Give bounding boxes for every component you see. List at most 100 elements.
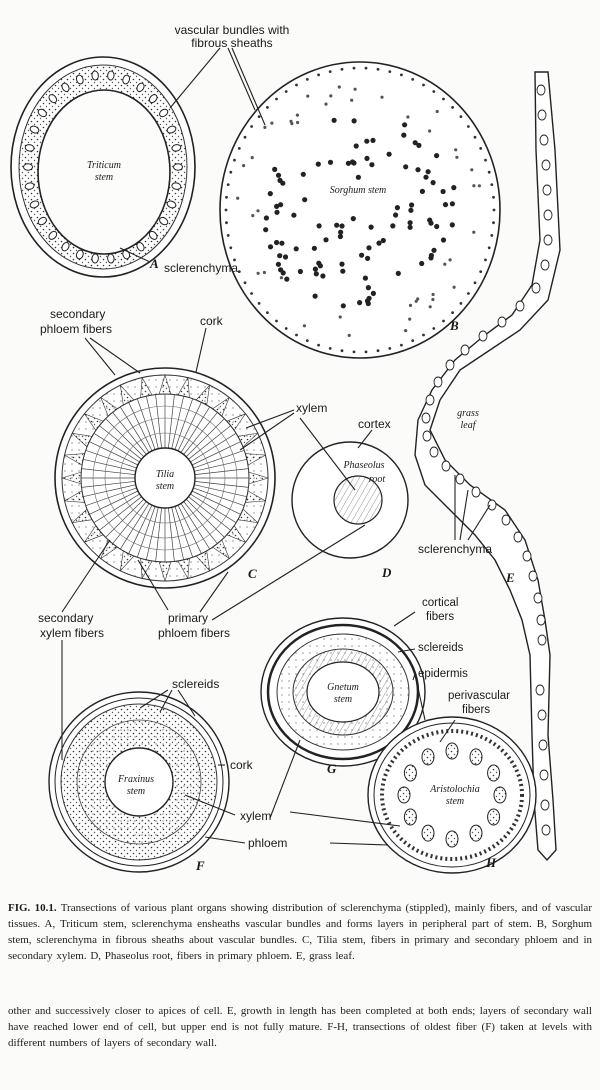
b-bundle <box>351 118 357 124</box>
b-peripheral-bundle <box>266 106 269 109</box>
e-cell <box>515 300 525 312</box>
e-cell <box>537 109 547 121</box>
e-cell <box>421 412 431 424</box>
c-phloem-wedge <box>158 561 172 583</box>
b-bundle <box>452 285 456 289</box>
b-bundle <box>290 122 294 126</box>
c-phloem-wedge <box>212 539 230 560</box>
e-cell <box>541 824 551 836</box>
label-fibrous-sheaths: fibrous sheaths <box>191 36 272 50</box>
b-bundle <box>302 324 306 328</box>
e-cell <box>537 634 547 646</box>
e-cell <box>513 531 523 543</box>
panel-a-triticum-stem: Triticum stem A <box>10 56 196 278</box>
c-ray <box>188 425 231 460</box>
b-peripheral-bundle <box>479 270 483 273</box>
b-bundle <box>394 205 400 211</box>
c-growth-ring <box>104 417 226 539</box>
b-bundle <box>419 188 425 194</box>
b-bundle <box>366 245 372 251</box>
c-ray <box>177 402 202 452</box>
c-growth-ring <box>92 405 238 551</box>
a-bundle <box>148 230 158 240</box>
panel-letter-g: G <box>327 761 337 776</box>
b-bundle <box>442 202 449 208</box>
c-growth-ring <box>119 432 211 524</box>
b-bundle <box>263 227 269 233</box>
label-phloem: phloem <box>248 836 287 850</box>
panel-letter-d: D <box>381 565 392 580</box>
b-bundle <box>327 159 334 165</box>
b-bundle <box>415 167 421 173</box>
e-cell <box>487 499 497 511</box>
e-organ-name-2: leaf <box>461 420 477 431</box>
b-bundle <box>404 329 408 333</box>
b-peripheral-bundle <box>376 67 380 71</box>
c-ray <box>81 468 136 475</box>
b-bundle <box>364 298 371 304</box>
c-ray <box>190 433 237 463</box>
b-bundle <box>262 270 266 275</box>
b-bundle <box>362 275 368 281</box>
a-bundle <box>122 74 131 85</box>
e-cell <box>501 514 511 526</box>
c-ray <box>85 487 137 507</box>
b-bundle <box>279 276 283 280</box>
e-cell <box>536 614 546 626</box>
c-ray <box>99 496 142 531</box>
c-ray <box>194 468 249 475</box>
c-ray <box>194 481 249 488</box>
c-xylem-rays <box>60 373 270 583</box>
c-ray <box>89 490 139 515</box>
b-bundle <box>251 214 255 218</box>
panel-e-grass-leaf: grass leaf E <box>414 71 561 862</box>
b-peripheral-bundle <box>487 170 491 174</box>
b-peripheral-bundle <box>237 270 241 273</box>
b-bundle <box>408 303 413 307</box>
b-bundle <box>293 246 299 252</box>
e-cell <box>522 550 532 562</box>
b-bundle <box>317 263 323 269</box>
c-ray <box>185 418 225 458</box>
b-bundle <box>370 137 376 143</box>
c-ray <box>120 503 150 550</box>
b-bundle <box>449 222 455 228</box>
c-phloem-wedge <box>212 396 230 417</box>
c-phloem-wedge <box>245 490 267 503</box>
b-bundle <box>350 216 356 222</box>
panel-letter-h: H <box>485 855 497 870</box>
label-perivascular-fibers-2: fibers <box>462 704 490 716</box>
b-bundle <box>440 237 447 243</box>
c-ray <box>145 507 159 560</box>
c-ray <box>191 441 241 466</box>
b-peripheral-bundle <box>364 350 368 354</box>
c-phloem-wedge <box>63 490 85 503</box>
b-peripheral-bundle <box>226 183 230 187</box>
b-peripheral-bundle <box>467 125 470 128</box>
b-peripheral-bundle <box>225 221 228 225</box>
b-bundle <box>267 191 273 197</box>
b-peripheral-bundle <box>250 292 254 295</box>
b-bundle <box>339 261 345 267</box>
a-bundle <box>166 125 177 134</box>
b-bundle <box>250 156 254 160</box>
b-bundle <box>280 270 286 276</box>
b-bundle <box>295 113 299 117</box>
g-organ-name-2: stem <box>334 694 352 705</box>
h-organ-name: Aristolochia <box>429 784 479 795</box>
b-bundle <box>275 261 281 267</box>
b-peripheral-bundle <box>257 302 261 305</box>
c-phloem-wedge <box>140 376 153 398</box>
b-bundle <box>395 270 401 276</box>
b-bundle <box>409 202 415 208</box>
a-bundle <box>171 144 182 152</box>
a-vascular-bundles <box>23 70 183 264</box>
label-cortical-fibers-2: fibers <box>426 611 454 623</box>
f-organ-name-2: stem <box>127 786 145 797</box>
panel-letter-f: F <box>195 858 205 873</box>
a-bundle <box>173 163 183 171</box>
b-peripheral-bundle <box>284 90 288 93</box>
b-bundle <box>403 164 409 170</box>
b-bundle <box>277 177 283 183</box>
